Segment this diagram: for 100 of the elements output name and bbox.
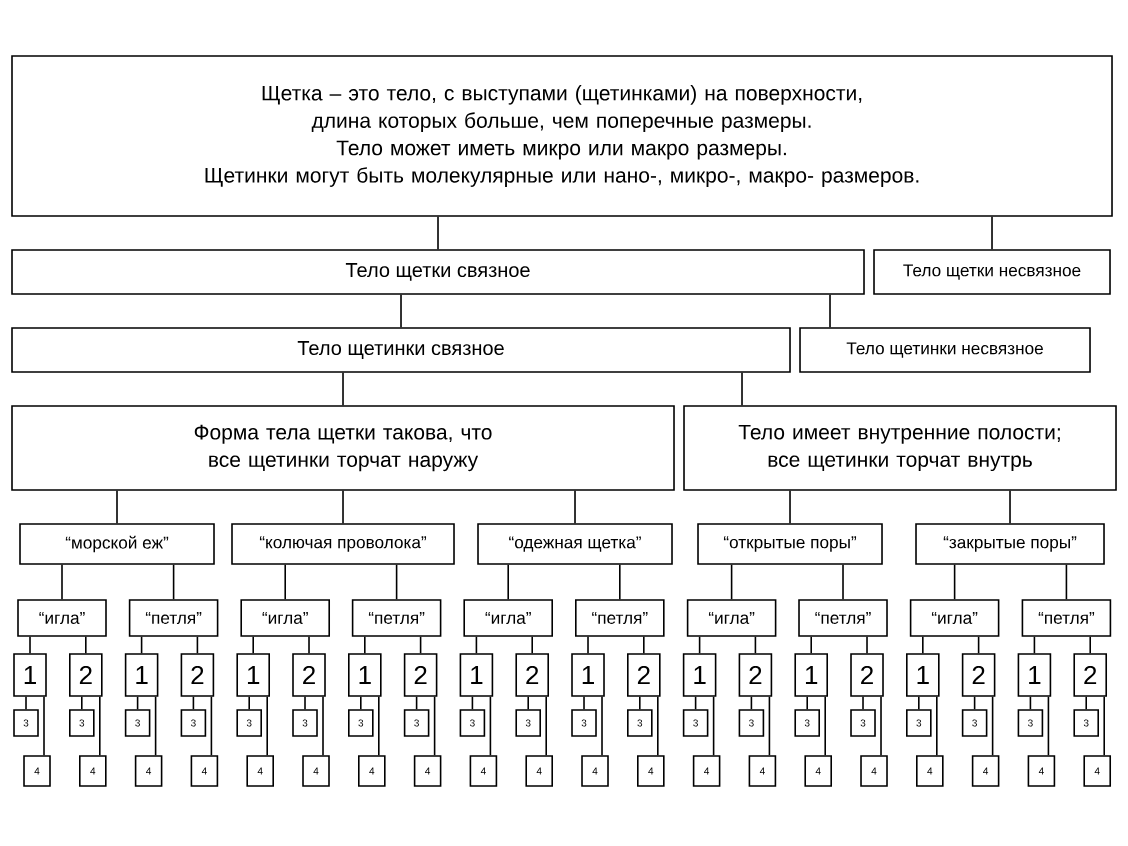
connector-line: [936, 696, 938, 756]
connector-line: [43, 696, 45, 756]
connector-line: [400, 294, 402, 328]
number-box: 1: [682, 653, 717, 697]
connector-line: [619, 564, 621, 600]
number-box: 2: [292, 653, 326, 697]
connector-line: [433, 696, 436, 756]
connector-line: [25, 696, 27, 710]
number-box: 1: [236, 653, 270, 697]
number-box: 1: [459, 653, 494, 697]
connector-line: [527, 696, 529, 710]
connector-line: [192, 696, 195, 710]
connector-line: [172, 564, 175, 600]
connector-line: [81, 696, 83, 710]
connector-line: [768, 696, 771, 756]
connector-line: [977, 636, 980, 654]
category-box: “игла”: [463, 599, 553, 637]
connector-line: [698, 636, 701, 654]
connector-line: [587, 636, 589, 654]
connector-line: [1103, 696, 1105, 756]
connector-line: [953, 564, 956, 600]
connector-line: [116, 490, 118, 524]
connector-line: [574, 490, 576, 524]
connector-line: [284, 564, 286, 600]
connector-line: [601, 696, 603, 756]
number-box: 2: [180, 653, 215, 697]
category-box: “открытые поры”: [697, 523, 883, 565]
number-box: 1: [794, 653, 828, 697]
number-box: 2: [627, 653, 661, 697]
connector-line: [507, 564, 509, 600]
connector-line: [754, 636, 757, 654]
category-box: Тело имеет внутренние полости; все щетинки торчат внутрь: [683, 405, 1117, 491]
connector-line: [85, 636, 87, 654]
connector-line: [806, 696, 808, 710]
connector-line: [789, 490, 791, 524]
number-box: 2: [738, 653, 773, 697]
connector-line: [322, 696, 324, 756]
connector-line: [866, 636, 868, 654]
connector-line: [973, 696, 976, 710]
connector-line: [583, 696, 585, 710]
category-box: “колючая проволока”: [231, 523, 455, 565]
connector-line: [29, 636, 31, 654]
connector-line: [210, 696, 213, 756]
connector-line: [248, 696, 250, 710]
number-box: 2: [1073, 653, 1107, 697]
connector-line: [842, 564, 844, 600]
connector-line: [545, 696, 547, 756]
connector-line: [643, 636, 645, 654]
category-box: “петля”: [128, 599, 219, 637]
connector-line: [1085, 696, 1087, 710]
connector-line: [1033, 636, 1036, 654]
connector-line: [918, 696, 920, 710]
connector-line: [730, 564, 733, 600]
connector-line: [639, 696, 641, 710]
connector-line: [61, 564, 63, 600]
connector-line: [531, 636, 533, 654]
connector-line: [750, 696, 753, 710]
connector-line: [266, 696, 268, 756]
number-box: 1: [13, 653, 47, 697]
connector-line: [657, 696, 659, 756]
connector-line: [694, 696, 697, 710]
connector-line: [991, 216, 993, 250]
definition-box: Щетка – это тело, с выступами (щетинками) на поверхности, длина которых больше, чем поперечные размеры. Тело может иметь микро или макро размеры. Щетинки могут быть молекулярные или нано-, микро-, макро- размеров.: [11, 55, 1113, 217]
connector-line: [741, 372, 743, 406]
category-box: Форма тела щетки такова, что все щетинки торчат наружу: [11, 405, 675, 491]
connector-line: [154, 696, 157, 756]
category-box: “петля”: [351, 599, 442, 637]
category-box: “игла”: [909, 599, 1000, 637]
connector-line: [1047, 696, 1050, 756]
connector-line: [304, 696, 306, 710]
connector-line: [489, 696, 492, 756]
category-box: Тело щетки несвязное: [873, 249, 1111, 295]
connector-line: [1089, 636, 1091, 654]
connector-line: [342, 490, 344, 524]
category-box: “морской еж”: [19, 523, 215, 565]
connector-line: [140, 636, 143, 654]
connector-line: [378, 696, 380, 756]
connector-line: [364, 636, 366, 654]
number-box: 1: [348, 653, 382, 697]
connector-line: [1065, 564, 1068, 600]
category-box: “игла”: [686, 599, 777, 637]
category-box: Тело щетинки несвязное: [799, 327, 1091, 373]
number-box: 1: [571, 653, 605, 697]
category-box: “игла”: [17, 599, 107, 637]
category-box: “одежная щетка”: [477, 523, 673, 565]
connector-line: [419, 636, 422, 654]
category-box: Тело щетинки связное: [11, 327, 791, 373]
connector-line: [196, 636, 199, 654]
connector-line: [475, 636, 478, 654]
connector-line: [829, 294, 831, 328]
number-box: 2: [515, 653, 549, 697]
connector-line: [922, 636, 924, 654]
category-box: “петля”: [798, 599, 888, 637]
number-box: 1: [124, 653, 159, 697]
number-box: 2: [850, 653, 884, 697]
connector-line: [1029, 696, 1032, 710]
connector-line: [99, 696, 101, 756]
number-box: 1: [906, 653, 940, 697]
category-box: Тело щетки связное: [11, 249, 865, 295]
connector-line: [360, 696, 362, 710]
